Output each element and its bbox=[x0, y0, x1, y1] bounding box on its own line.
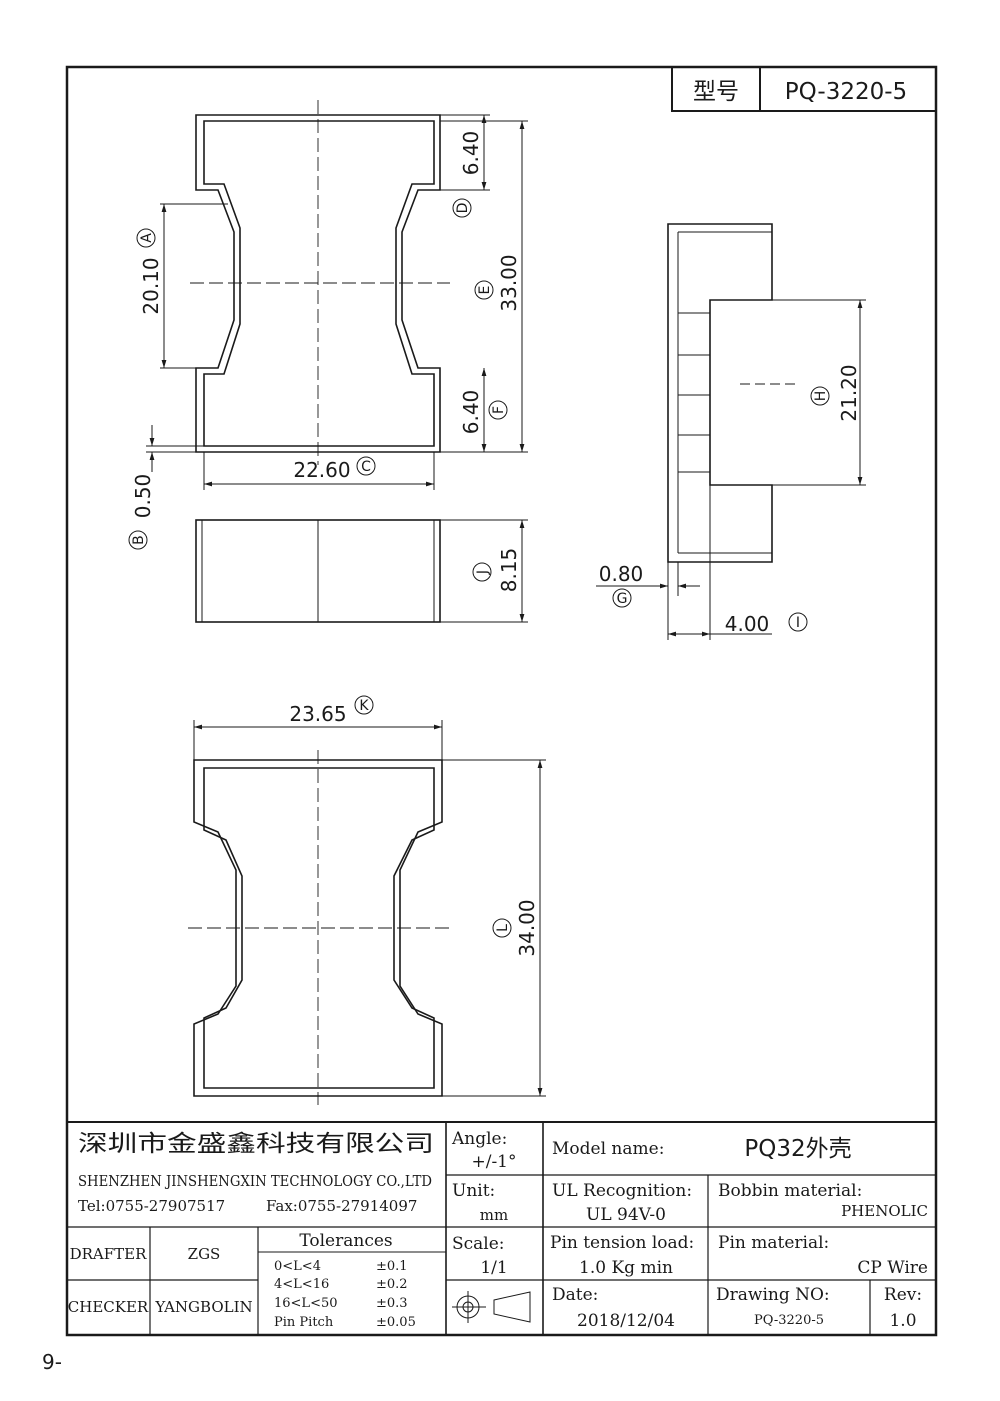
model-label: 型号 bbox=[693, 79, 739, 105]
svg-text:L: L bbox=[495, 924, 511, 932]
date-value: 2018/12/04 bbox=[577, 1311, 675, 1331]
checker-value: YANGBOLIN bbox=[154, 1298, 252, 1316]
svg-text:I: I bbox=[796, 615, 800, 631]
model-name-label: Model name: bbox=[552, 1139, 664, 1159]
rev-value: 1.0 bbox=[889, 1311, 916, 1331]
checker-label: CHECKER bbox=[68, 1298, 149, 1316]
side-view-dimensions bbox=[440, 519, 528, 623]
date-label: Date: bbox=[552, 1285, 598, 1305]
page-number: 9- bbox=[42, 1350, 62, 1374]
svg-text:J: J bbox=[475, 570, 491, 575]
svg-text:K: K bbox=[359, 698, 369, 714]
callout-k: K bbox=[354, 695, 374, 715]
dim-j-value: 8.15 bbox=[497, 548, 521, 593]
svg-text:F: F bbox=[491, 406, 507, 414]
drawing-no-value: PQ-3220-5 bbox=[754, 1313, 824, 1328]
tolerance-range-2: 4<L<16 bbox=[274, 1277, 329, 1292]
dim-a-value: 20.10 bbox=[139, 257, 163, 314]
title-block-grid bbox=[67, 1121, 936, 1335]
angle-label: Angle: bbox=[451, 1129, 507, 1149]
svg-text:C: C bbox=[361, 459, 371, 475]
dim-h-value: 21.20 bbox=[837, 364, 861, 421]
dim-l-value: 34.00 bbox=[515, 899, 539, 956]
callout-l: L bbox=[492, 918, 512, 938]
company-name-cn: 深圳市金盛鑫科技有限公司 bbox=[78, 1131, 434, 1157]
svg-text:A: A bbox=[139, 233, 155, 243]
dim-k-value: 23.65 bbox=[289, 702, 346, 726]
scale-label: Scale: bbox=[452, 1234, 505, 1254]
dim-e-value: 33.00 bbox=[497, 254, 521, 311]
model-value: PQ-3220-5 bbox=[785, 79, 907, 105]
pin-material-value: CP Wire bbox=[857, 1258, 928, 1278]
tolerance-value-2: ±0.2 bbox=[376, 1277, 408, 1292]
callout-b: B bbox=[128, 530, 148, 550]
callout-f: F bbox=[488, 400, 508, 420]
unit-value: mm bbox=[480, 1206, 508, 1224]
dim-c-value: 22.60 bbox=[293, 458, 350, 482]
model-name-value: PQ32外壳 bbox=[744, 1136, 851, 1162]
pin-material-label: Pin material: bbox=[718, 1233, 829, 1253]
svg-text:G: G bbox=[617, 591, 628, 607]
tolerance-value-4: ±0.05 bbox=[376, 1315, 416, 1330]
scale-value: 1/1 bbox=[480, 1258, 507, 1278]
tolerance-value-3: ±0.3 bbox=[376, 1296, 408, 1311]
callout-e: E bbox=[474, 280, 494, 300]
tolerance-range-4: Pin Pitch bbox=[274, 1315, 334, 1330]
bottom-view-dimensions bbox=[193, 720, 546, 1097]
svg-text:B: B bbox=[131, 535, 147, 545]
pin-tension-label: Pin tension load: bbox=[550, 1233, 694, 1253]
drawing-border bbox=[65, 65, 938, 1337]
unit-label: Unit: bbox=[452, 1181, 495, 1201]
bobbin-label: Bobbin material: bbox=[718, 1181, 862, 1201]
section-view-dimensions bbox=[596, 299, 866, 640]
pin-tension-value: 1.0 Kg min bbox=[579, 1258, 673, 1278]
callout-a: A bbox=[136, 228, 156, 248]
dim-d-value: 6.40 bbox=[459, 131, 483, 176]
callout-j: J bbox=[472, 562, 492, 582]
dim-g-value: 0.80 bbox=[599, 562, 644, 586]
dim-b-value: 0.50 bbox=[131, 474, 155, 519]
callout-d: D bbox=[452, 198, 472, 218]
tolerance-value-1: ±0.1 bbox=[376, 1259, 408, 1274]
company-fax: Fax:0755-27914097 bbox=[266, 1197, 417, 1215]
projection-symbol-icon bbox=[452, 1291, 531, 1323]
top-view-dimensions bbox=[146, 114, 528, 490]
callout-h: H bbox=[810, 386, 830, 406]
dim-f-value: 6.40 bbox=[459, 390, 483, 435]
svg-text:D: D bbox=[455, 203, 471, 214]
tolerance-range-1: 0<L<4 bbox=[274, 1259, 321, 1274]
company-tel: Tel:0755-27907517 bbox=[78, 1197, 225, 1215]
drafter-value: ZGS bbox=[188, 1245, 221, 1263]
angle-value: +/-1° bbox=[471, 1152, 516, 1172]
svg-text:E: E bbox=[477, 286, 493, 295]
side-view bbox=[195, 519, 441, 623]
ul-label: UL Recognition: bbox=[552, 1181, 692, 1201]
company-name-en: SHENZHEN JINSHENGXIN TECHNOLOGY CO.,LTD bbox=[78, 1172, 432, 1190]
drawing-no-label: Drawing NO: bbox=[716, 1285, 830, 1305]
callout-i: I bbox=[788, 612, 808, 632]
tolerances-label: Tolerances bbox=[299, 1231, 392, 1251]
top-view bbox=[190, 100, 450, 465]
bottom-view bbox=[188, 750, 450, 1105]
section-view bbox=[667, 223, 800, 563]
model-header: 型号 PQ-3220-5 bbox=[671, 66, 937, 112]
rev-label: Rev: bbox=[884, 1285, 922, 1305]
svg-text:H: H bbox=[813, 391, 829, 402]
tolerance-range-3: 16<L<50 bbox=[274, 1296, 338, 1311]
dim-i-value: 4.00 bbox=[725, 612, 770, 636]
drafter-label: DRAFTER bbox=[70, 1245, 148, 1263]
callout-c: C bbox=[356, 456, 376, 476]
callout-g: G bbox=[612, 588, 632, 608]
ul-value: UL 94V-0 bbox=[586, 1205, 666, 1225]
bobbin-value: PHENOLIC bbox=[841, 1202, 928, 1220]
